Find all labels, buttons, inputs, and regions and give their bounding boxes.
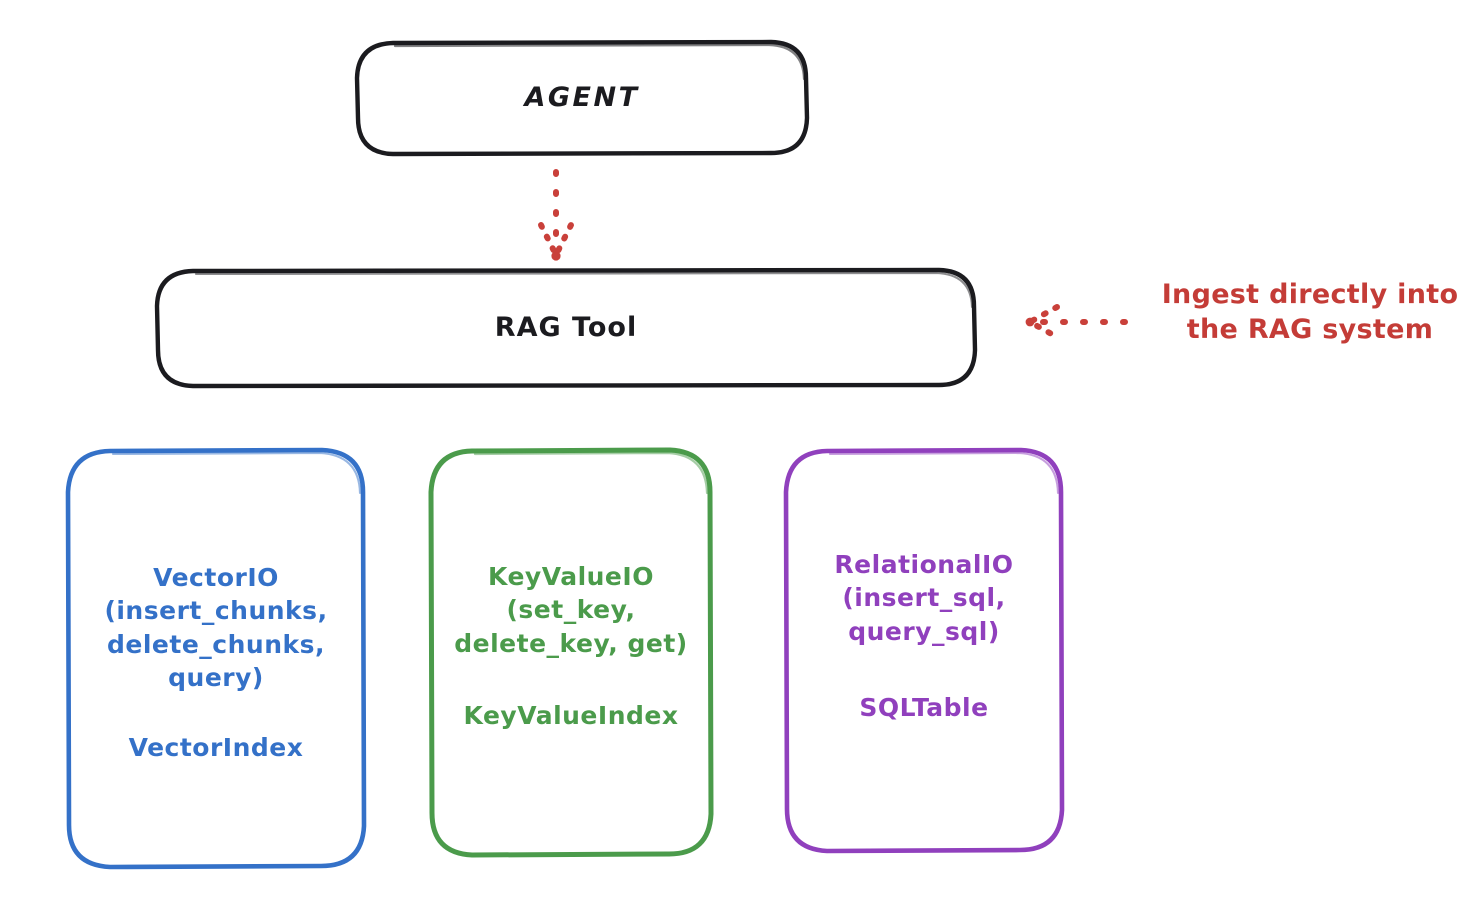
relational-io-api-label: RelationalIO (insert_sql, query_sql) [834,550,1014,646]
relational-io-node[interactable]: RelationalIO (insert_sql, query_sql) SQL… [787,450,1061,850]
vector-io-node[interactable]: VectorIO (insert_chunks, delete_chunks, … [68,450,364,867]
ingest-annotation-text: Ingest directly into the RAG system [1161,279,1459,345]
sql-table-label: SQLTable [859,692,989,722]
key-value-io-box-outline [428,447,714,858]
vector-index-label: VectorIndex [128,733,304,762]
agent-box-outline [354,39,810,157]
vector-io-api-label: VectorIO (insert_chunks, delete_chunks, … [104,563,328,692]
vector-io-box-outline [65,447,367,870]
agent-label: AGENT [524,81,640,113]
key-value-index-label: KeyValueIndex [463,700,679,730]
rag-tool-box-outline [154,267,978,389]
rag-tool-label: RAG Tool [494,311,638,343]
relational-io-box-outline [783,447,1065,854]
agent-to-rag-tool-arrow [538,169,574,261]
key-value-io-content: KeyValueIO (set_key, delete_key, get) Ke… [431,560,711,732]
key-value-io-api-label: KeyValueIO (set_key, delete_key, get) [454,562,688,658]
relational-io-content: RelationalIO (insert_sql, query_sql) SQL… [787,548,1061,724]
vector-io-content: VectorIO (insert_chunks, delete_chunks, … [68,561,364,764]
rag-tool-node[interactable]: RAG Tool [157,270,975,386]
ingest-arrow [1025,304,1128,340]
key-value-io-node[interactable]: KeyValueIO (set_key, delete_key, get) Ke… [431,450,711,854]
agent-node[interactable]: AGENT [357,42,807,154]
